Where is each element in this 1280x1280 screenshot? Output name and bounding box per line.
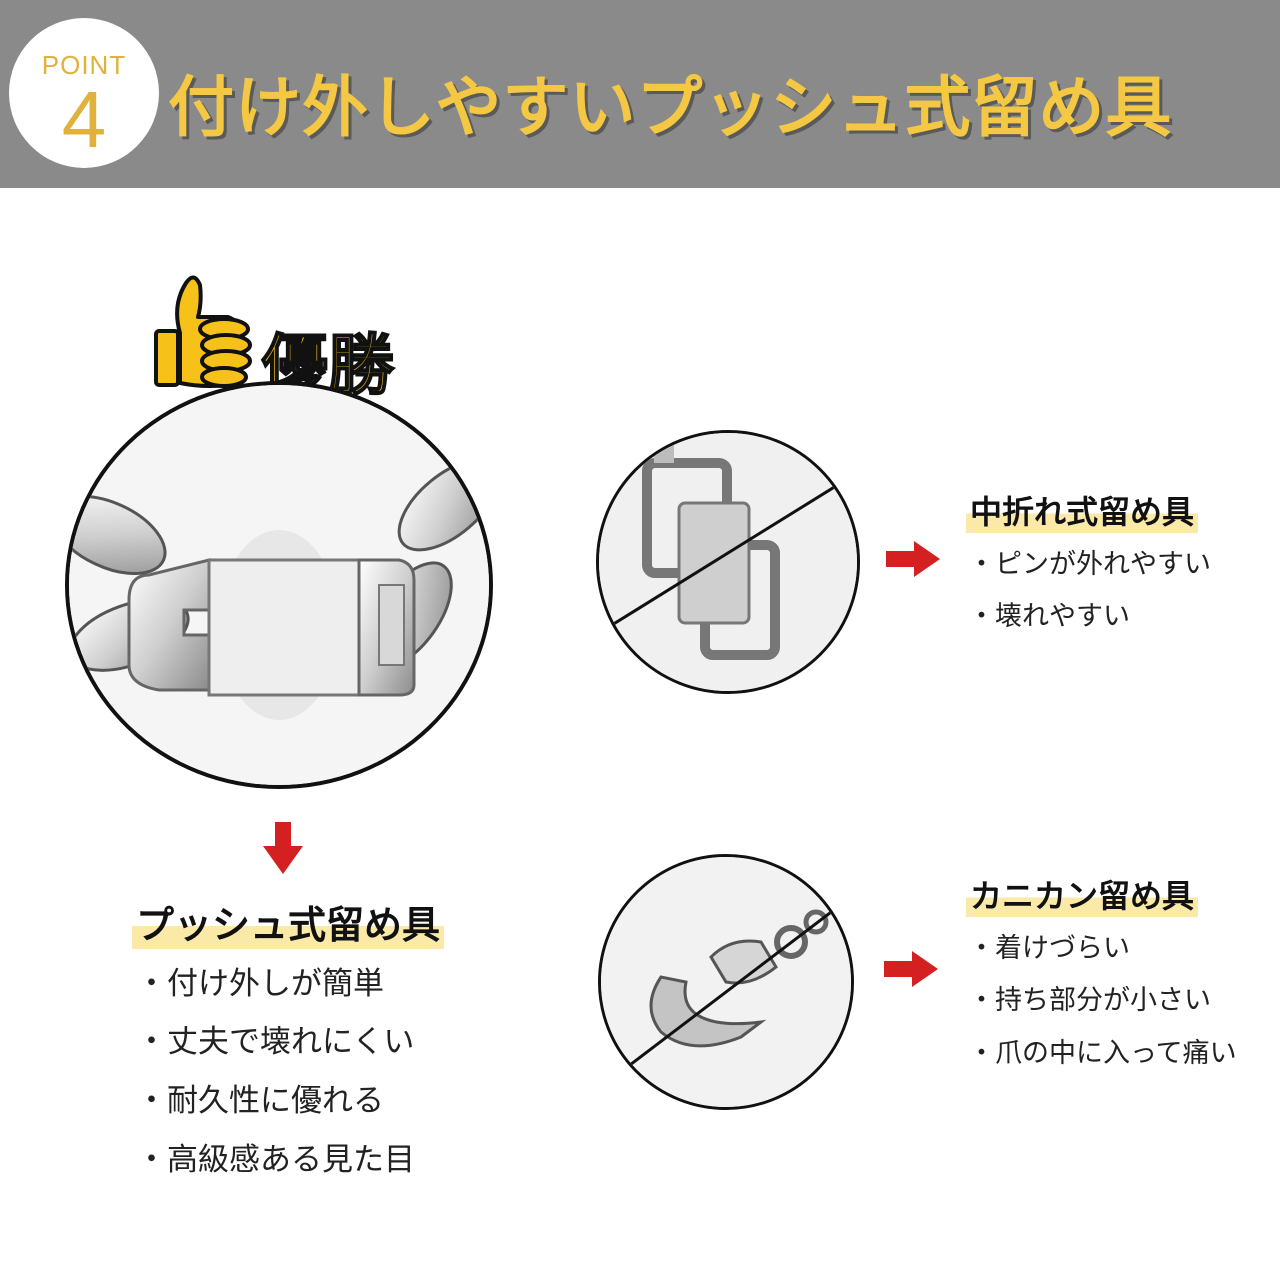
strike-line <box>599 471 857 635</box>
header-banner: POINT 4 付け外しやすいプッシュ式留め具 <box>0 0 1280 188</box>
arrow-right-icon <box>886 541 940 577</box>
fold-clasp-photo <box>596 430 860 694</box>
strike-line <box>601 895 851 1089</box>
push-clasp-illustration <box>69 385 489 785</box>
point-word: POINT <box>41 50 127 80</box>
lobster-clasp-illustration <box>601 857 851 1107</box>
fold-clasp-bullet: ・壊れやすい <box>968 601 1130 632</box>
thumbs-up-icon <box>154 275 252 388</box>
fold-clasp-illustration <box>599 433 857 691</box>
lobster-clasp-photo <box>598 854 854 1110</box>
lobster-clasp-title: カニカン留め具 <box>966 871 1199 917</box>
push-clasp-bullet: ・丈夫で壊れにくい <box>136 1024 415 1060</box>
push-clasp-photo <box>65 381 493 789</box>
push-clasp-bullet: ・耐久性に優れる <box>136 1083 384 1119</box>
fold-clasp-bullet: ・ピンが外れやすい <box>968 549 1211 580</box>
arrow-right-icon <box>884 951 938 987</box>
page-title: 付け外しやすいプッシュ式留め具 <box>168 69 1173 146</box>
lobster-clasp-bullet: ・爪の中に入って痛い <box>968 1038 1237 1069</box>
point-number: 4 <box>61 75 107 164</box>
push-clasp-title: プッシュ式留め具 <box>132 894 445 949</box>
point-badge: POINT 4 <box>9 18 159 168</box>
fold-clasp-title: 中折れ式留め具 <box>966 487 1199 533</box>
push-clasp-bullet: ・付け外しが簡単 <box>136 966 384 1002</box>
arrow-down-icon <box>263 822 303 874</box>
lobster-clasp-bullet: ・持ち部分が小さい <box>968 985 1211 1016</box>
push-clasp-bullet: ・高級感ある見た目 <box>136 1142 415 1178</box>
lobster-clasp-bullet: ・着けづらい <box>968 933 1130 964</box>
